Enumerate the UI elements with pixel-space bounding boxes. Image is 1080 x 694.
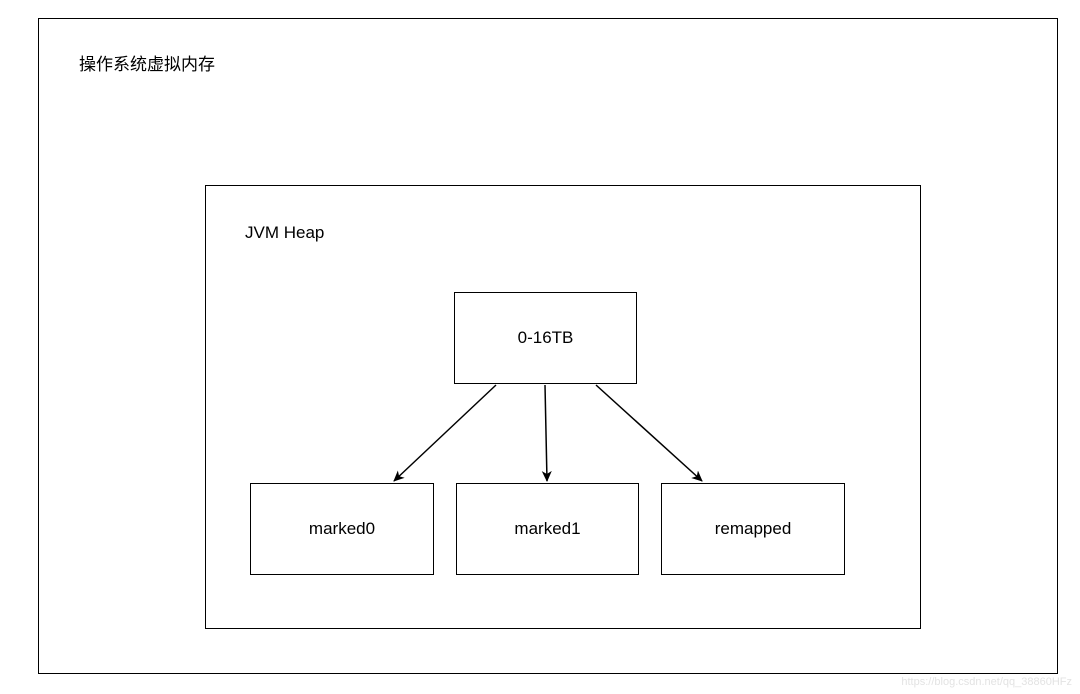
remapped-label: remapped [714,519,792,538]
remapped-node: remapped [661,483,845,575]
address-range-node: 0-16TB [454,292,637,384]
watermark: https://blog.csdn.net/qq_38860HFz [901,676,1072,688]
jvm-heap-label: JVM Heap [245,223,325,242]
address-range-label: 0-16TB [517,328,574,347]
marked0-label: marked0 [308,519,376,538]
os-virtual-memory-label: 操作系统虚拟内存 [79,55,215,75]
marked1-label: marked1 [514,519,581,538]
marked0-node: marked0 [250,483,434,575]
marked1-node: marked1 [456,483,639,575]
